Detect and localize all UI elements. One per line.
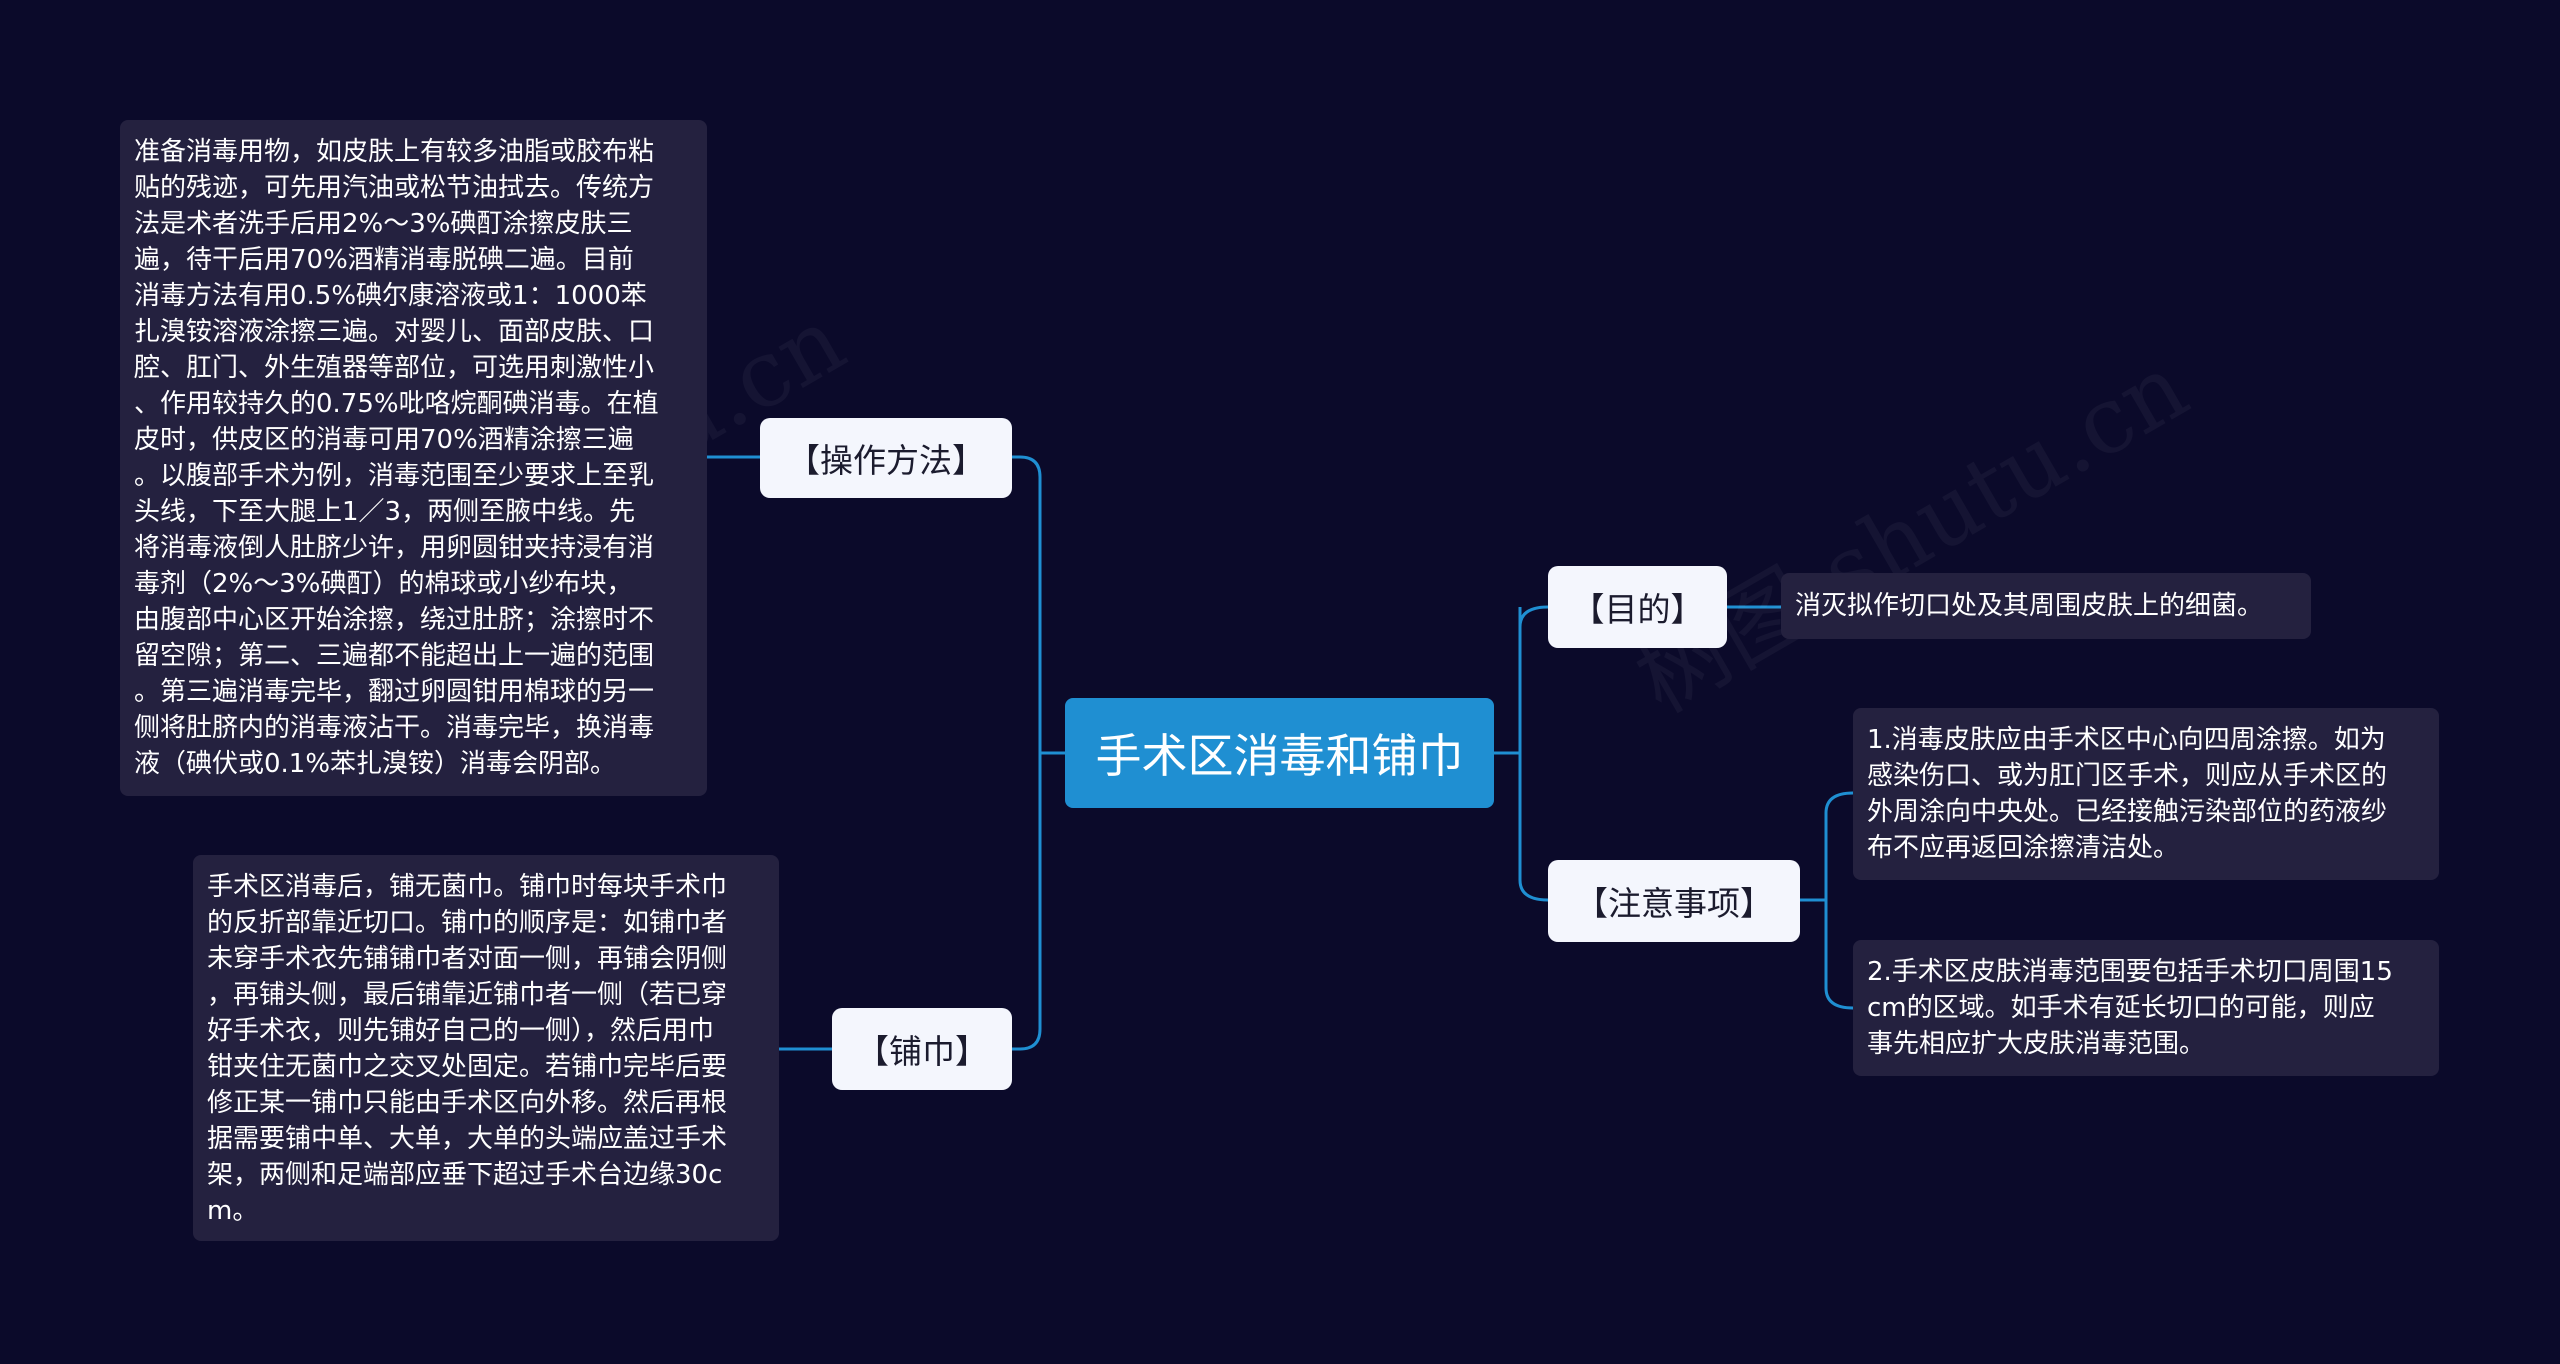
method-line: 遍，待干后用70%酒精消毒脱碘二遍。目前 [134, 245, 634, 275]
drape-line: 好手术衣，则先铺好自己的一侧），然后用巾 [207, 1016, 715, 1046]
branch-drape-label: 【铺巾】 [856, 1032, 988, 1071]
drape-line: 未穿手术衣先铺铺巾者对面一侧，再铺会阴侧 [207, 944, 728, 974]
method-line: 头线，下至大腿上1／3，两侧至腋中线。先 [134, 497, 636, 527]
method-line: 侧将肚脐内的消毒液沾干。消毒完毕，换消毒 [134, 713, 655, 743]
method-line: 贴的残迹，可先用汽油或松节油拭去。传统方 [134, 173, 655, 203]
drape-line: 手术区消毒后，铺无菌巾。铺巾时每块手术巾 [207, 872, 728, 902]
method-line: 皮时，供皮区的消毒可用70%酒精涂擦三遍 [134, 425, 634, 455]
central-topic-label: 手术区消毒和铺巾 [1095, 729, 1464, 783]
branch-drape[interactable]: 【铺巾】 [832, 1008, 1012, 1090]
drape-line: 钳夹住无菌巾之交叉处固定。若铺巾完毕后要 [207, 1052, 728, 1082]
central-topic[interactable]: 手术区消毒和铺巾 [1065, 698, 1494, 808]
drape-line: ，再铺头侧，最后铺靠近铺巾者一侧（若已穿 [207, 980, 728, 1010]
connector-right-trunk [1518, 605, 1549, 902]
purpose-text: 消灭拟作切口处及其周围皮肤上的细菌。 [1795, 591, 2264, 621]
method-line: 腔、肛门、外生殖器等部位，可选用刺激性小 [134, 353, 655, 383]
notes-item-1-line: 外周涂向中央处。已经接触污染部位的药液纱 [1867, 797, 2388, 827]
drape-line: 架，两侧和足端部应垂下超过手术台边缘30c [207, 1160, 723, 1190]
method-line: 液（碘伏或0.1%苯扎溴铵）消毒会阴部。 [134, 749, 617, 779]
drape-line: 的反折部靠近切口。铺巾的顺序是：如铺巾者 [207, 908, 728, 938]
method-line: 由腹部中心区开始涂擦，绕过肚脐；涂擦时不 [134, 605, 655, 635]
leaf-purpose-detail: 消灭拟作切口处及其周围皮肤上的细菌。 [1781, 573, 2311, 639]
leaf-notes-item-1: 1.消毒皮肤应由手术区中心向四周涂擦。如为 感染伤口、或为肛门区手术，则应从手术… [1853, 708, 2439, 880]
notes-item-1-line: 1.消毒皮肤应由手术区中心向四周涂擦。如为 [1867, 725, 2386, 755]
method-line: 。第三遍消毒完毕，翻过卵圆钳用棉球的另一 [134, 677, 655, 707]
branch-notes-label: 【注意事项】 [1575, 884, 1773, 923]
method-line: 毒剂（2%～3%碘酊）的棉球或小纱布块， [134, 569, 633, 599]
method-line: 扎溴铵溶液涂擦三遍。对婴儿、面部皮肤、口 [134, 317, 655, 347]
method-line: 法是术者洗手后用2%～3%碘酊涂擦皮肤三 [134, 209, 633, 239]
notes-item-2-line: 事先相应扩大皮肤消毒范围。 [1867, 1029, 2206, 1059]
notes-item-2-line: cm的区域。如手术有延长切口的可能，则应 [1867, 993, 2375, 1023]
branch-purpose[interactable]: 【目的】 [1548, 566, 1727, 648]
drape-line: 据需要铺中单、大单，大单的头端应盖过手术 [207, 1124, 728, 1154]
notes-item-2-line: 2.手术区皮肤消毒范围要包括手术切口周围15 [1867, 957, 2393, 987]
branch-purpose-label: 【目的】 [1571, 590, 1704, 629]
notes-item-1-line: 感染伤口、或为肛门区手术，则应从手术区的 [1867, 761, 2388, 791]
branch-method[interactable]: 【操作方法】 [760, 418, 1012, 498]
leaf-method-detail: 准备消毒用物，如皮肤上有较多油脂或胶布粘 贴的残迹，可先用汽油或松节油拭去。传统… [120, 120, 707, 796]
leaf-drape-detail: 手术区消毒后，铺无菌巾。铺巾时每块手术巾 的反折部靠近切口。铺巾的顺序是：如铺巾… [193, 855, 779, 1241]
connector-notes-trunk [1800, 791, 1854, 1010]
branch-method-label: 【操作方法】 [787, 441, 985, 480]
method-line: 留空隙；第二、三遍都不能超出上一遍的范围 [134, 641, 655, 671]
notes-item-1-line: 布不应再返回涂擦清洁处。 [1867, 833, 2180, 863]
method-line: 。以腹部手术为例，消毒范围至少要求上至乳 [134, 461, 655, 491]
branch-notes[interactable]: 【注意事项】 [1548, 860, 1800, 942]
drape-line: 修正某一铺巾只能由手术区向外移。然后再根 [207, 1088, 728, 1118]
leaf-notes-item-2: 2.手术区皮肤消毒范围要包括手术切口周围15 cm的区域。如手术有延长切口的可能… [1853, 940, 2439, 1076]
drape-line: m。 [207, 1196, 259, 1226]
method-line: 消毒方法有用0.5%碘尔康溶液或1：1000苯 [134, 281, 647, 311]
method-line: 准备消毒用物，如皮肤上有较多油脂或胶布粘 [134, 137, 655, 167]
method-line: 将消毒液倒人肚脐少许，用卵圆钳夹持浸有消 [134, 533, 655, 563]
connector-left-trunk [1012, 455, 1042, 1051]
method-line: 、作用较持久的0.75%吡咯烷酮碘消毒。在植 [134, 389, 659, 419]
